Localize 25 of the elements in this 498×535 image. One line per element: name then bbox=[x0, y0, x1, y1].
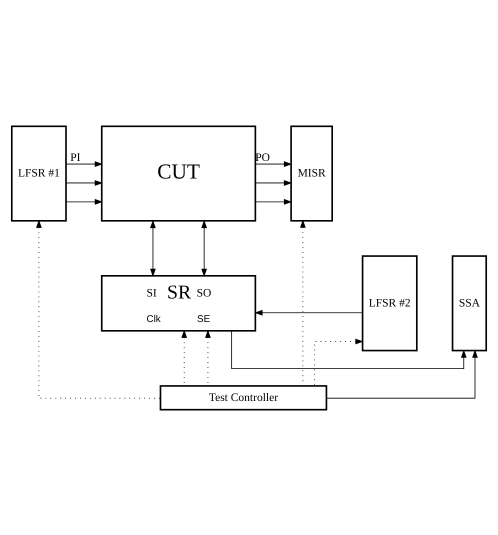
arrow bbox=[254, 309, 363, 316]
arrow bbox=[255, 160, 292, 166]
arrow bbox=[66, 160, 103, 166]
arrow bbox=[326, 349, 478, 398]
node-box: CUT bbox=[100, 124, 256, 222]
edge-label: PO bbox=[255, 151, 270, 164]
arrow bbox=[66, 180, 103, 186]
node-box: LFSR #1 bbox=[10, 124, 67, 222]
arrow bbox=[205, 329, 211, 386]
node-box: Test Controller bbox=[160, 384, 328, 410]
arrow bbox=[181, 329, 188, 386]
node-box: SSA bbox=[452, 254, 488, 351]
arrow bbox=[36, 219, 161, 398]
node-box: MISR bbox=[290, 124, 333, 222]
node-box: SI SR SO Clk SE bbox=[100, 274, 256, 332]
arrow bbox=[255, 198, 292, 204]
arrow bbox=[201, 219, 208, 276]
arrow bbox=[150, 219, 156, 276]
arrow bbox=[255, 180, 292, 186]
edge-label: PI bbox=[70, 151, 80, 164]
arrow bbox=[314, 338, 364, 386]
arrow bbox=[66, 198, 103, 204]
node-box: LFSR #2 bbox=[362, 254, 418, 351]
arrow bbox=[231, 330, 467, 369]
arrow bbox=[300, 219, 306, 386]
